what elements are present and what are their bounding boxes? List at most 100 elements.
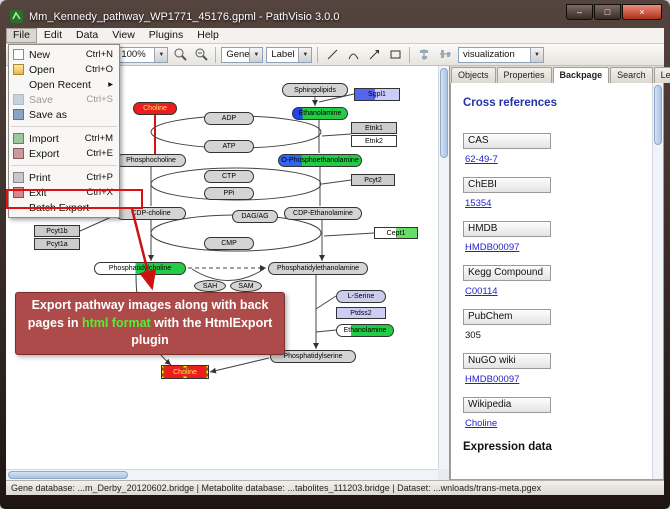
- pathway-node-ppi[interactable]: PPi: [204, 187, 254, 200]
- pathway-node-phosphatidylserine[interactable]: Phosphatidylserine: [270, 350, 356, 363]
- reference-id-link[interactable]: HMDB00097: [465, 242, 520, 253]
- pathway-node-cept1[interactable]: Cept1: [374, 227, 418, 239]
- file-menu-item-open-recent[interactable]: Open Recent▸: [9, 77, 119, 92]
- pathway-node-ctp[interactable]: CTP: [204, 170, 254, 183]
- menu-data[interactable]: Data: [76, 29, 99, 41]
- pathway-node-l-serine[interactable]: L-Serine: [336, 290, 386, 303]
- align-vertical-icon[interactable]: [436, 46, 454, 64]
- scrollbar-thumb[interactable]: [440, 68, 448, 158]
- sidebar-scrollbar[interactable]: [652, 83, 663, 479]
- pathway-node-ethanolamine[interactable]: Ethanolamine: [292, 107, 348, 120]
- menu-view[interactable]: View: [112, 29, 135, 41]
- reference-id-link[interactable]: Choline: [465, 418, 498, 429]
- tab-objects[interactable]: Objects: [451, 67, 496, 83]
- zoom-fit-icon[interactable]: [171, 46, 189, 64]
- pathway-node-etnk1[interactable]: Etnk1: [351, 122, 397, 134]
- selection-handle[interactable]: [182, 375, 188, 378]
- maximize-button[interactable]: □: [594, 4, 621, 20]
- tab-backpage[interactable]: Backpage: [552, 67, 610, 83]
- pathway-node-ptdss2[interactable]: Ptdss2: [336, 307, 386, 319]
- selection-handle[interactable]: [205, 375, 208, 378]
- scrollbar-thumb[interactable]: [654, 85, 662, 145]
- reference-db-header: Wikipedia: [463, 397, 551, 413]
- close-button[interactable]: ×: [622, 4, 662, 20]
- zoom-combo[interactable]: 100% ▼: [116, 46, 169, 63]
- pathway-node-phosphatidylcholine[interactable]: Phosphatidylcholine: [94, 262, 186, 275]
- selection-handle[interactable]: [205, 366, 208, 369]
- zoom-region-icon[interactable]: [192, 46, 210, 64]
- reference-id-link[interactable]: 62-49-7: [465, 154, 498, 165]
- reference-id-link[interactable]: C00114: [465, 286, 498, 297]
- pathway-node-choline[interactable]: Choline: [133, 102, 177, 115]
- selection-handle[interactable]: [205, 369, 208, 375]
- pathway-node-sah[interactable]: SAH: [194, 280, 226, 292]
- file-menu-item-save-as[interactable]: Save as: [9, 107, 119, 122]
- align-horizontal-icon[interactable]: [415, 46, 433, 64]
- reference-id-link[interactable]: HMDB00097: [465, 374, 520, 385]
- pathway-node-dag-ag[interactable]: DAG/AG: [232, 210, 278, 223]
- menu-help[interactable]: Help: [197, 29, 219, 41]
- pathway-node-sphingolipids[interactable]: Sphingolipids: [282, 83, 348, 97]
- label-combo-value: Label: [271, 49, 295, 60]
- arc-tool-icon[interactable]: [344, 46, 362, 64]
- line-tool-icon[interactable]: [323, 46, 341, 64]
- gene-combo[interactable]: Gene ▼: [221, 46, 264, 63]
- selection-handle[interactable]: [182, 366, 188, 369]
- pathway-node-pcyt1a[interactable]: Pcyt1a: [34, 238, 80, 250]
- toolbar-separator: [317, 46, 319, 63]
- canvas-horizontal-scrollbar[interactable]: [6, 469, 438, 480]
- pathway-node-atp[interactable]: ATP: [204, 140, 254, 153]
- pathway-node-cmp[interactable]: CMP: [204, 237, 254, 250]
- toolbar-separator: [215, 46, 217, 63]
- shape-tool-icon[interactable]: [386, 46, 404, 64]
- dropdown-arrow-icon: ▼: [249, 47, 263, 62]
- menu-item-shortcut: Ctrl+N: [85, 49, 113, 60]
- pathway-node-phosphocholine[interactable]: Phosphocholine: [116, 154, 186, 167]
- pathway-node-ethanolamine[interactable]: Ethanolamine: [336, 324, 394, 337]
- menu-edit[interactable]: Edit: [43, 29, 63, 41]
- cross-references-heading: Cross references: [463, 97, 557, 109]
- pathway-edge: [209, 357, 270, 374]
- tab-legend[interactable]: Legend: [653, 67, 670, 83]
- menu-plugins[interactable]: Plugins: [148, 29, 184, 41]
- pathway-node-pcyt1b[interactable]: Pcyt1b: [34, 225, 80, 237]
- tab-search[interactable]: Search: [610, 67, 653, 83]
- pathway-node-phosphatidylethanolamine[interactable]: Phosphatidylethanolamine: [268, 262, 368, 275]
- canvas-vertical-scrollbar[interactable]: [438, 66, 449, 469]
- pathway-edge: [150, 167, 322, 201]
- selection-handle[interactable]: [162, 375, 165, 378]
- selection-handle[interactable]: [162, 366, 165, 369]
- pathway-node-cdp-ethanolamine[interactable]: CDP-Ethanolamine: [284, 207, 362, 220]
- menu-file[interactable]: File: [6, 28, 37, 43]
- pathway-node-sam[interactable]: SAM: [230, 280, 262, 292]
- pathway-node-o-phosphoethanolamine[interactable]: O-Phosphoethanolamine: [278, 154, 362, 167]
- selection-handle[interactable]: [162, 369, 165, 375]
- reference-db-header: CAS: [463, 133, 551, 149]
- scrollbar-thumb[interactable]: [8, 471, 128, 479]
- reference-id-link[interactable]: 15354: [465, 198, 492, 209]
- pathway-node-pcyt2[interactable]: Pcyt2: [351, 174, 395, 186]
- pathway-edge: [191, 268, 265, 281]
- pathway-node-etnk2[interactable]: Etnk2: [351, 135, 397, 147]
- pathway-node-sgpl1[interactable]: Sgpl1: [354, 88, 400, 101]
- statusbar: Gene database: ...m_Derby_20120602.bridg…: [6, 480, 664, 495]
- reference-section-cas: CAS 62-49-7: [463, 133, 648, 165]
- menu-item-label: Save as: [29, 108, 67, 121]
- pathway-node-adp[interactable]: ADP: [204, 112, 254, 125]
- minimize-button[interactable]: –: [566, 4, 593, 20]
- visualization-combo[interactable]: visualization ▼: [458, 46, 544, 63]
- label-combo[interactable]: Label ▼: [266, 46, 313, 63]
- arrow-tool-icon[interactable]: [365, 46, 383, 64]
- pathway-node-choline[interactable]: Choline: [161, 365, 209, 379]
- tab-properties[interactable]: Properties: [496, 67, 552, 83]
